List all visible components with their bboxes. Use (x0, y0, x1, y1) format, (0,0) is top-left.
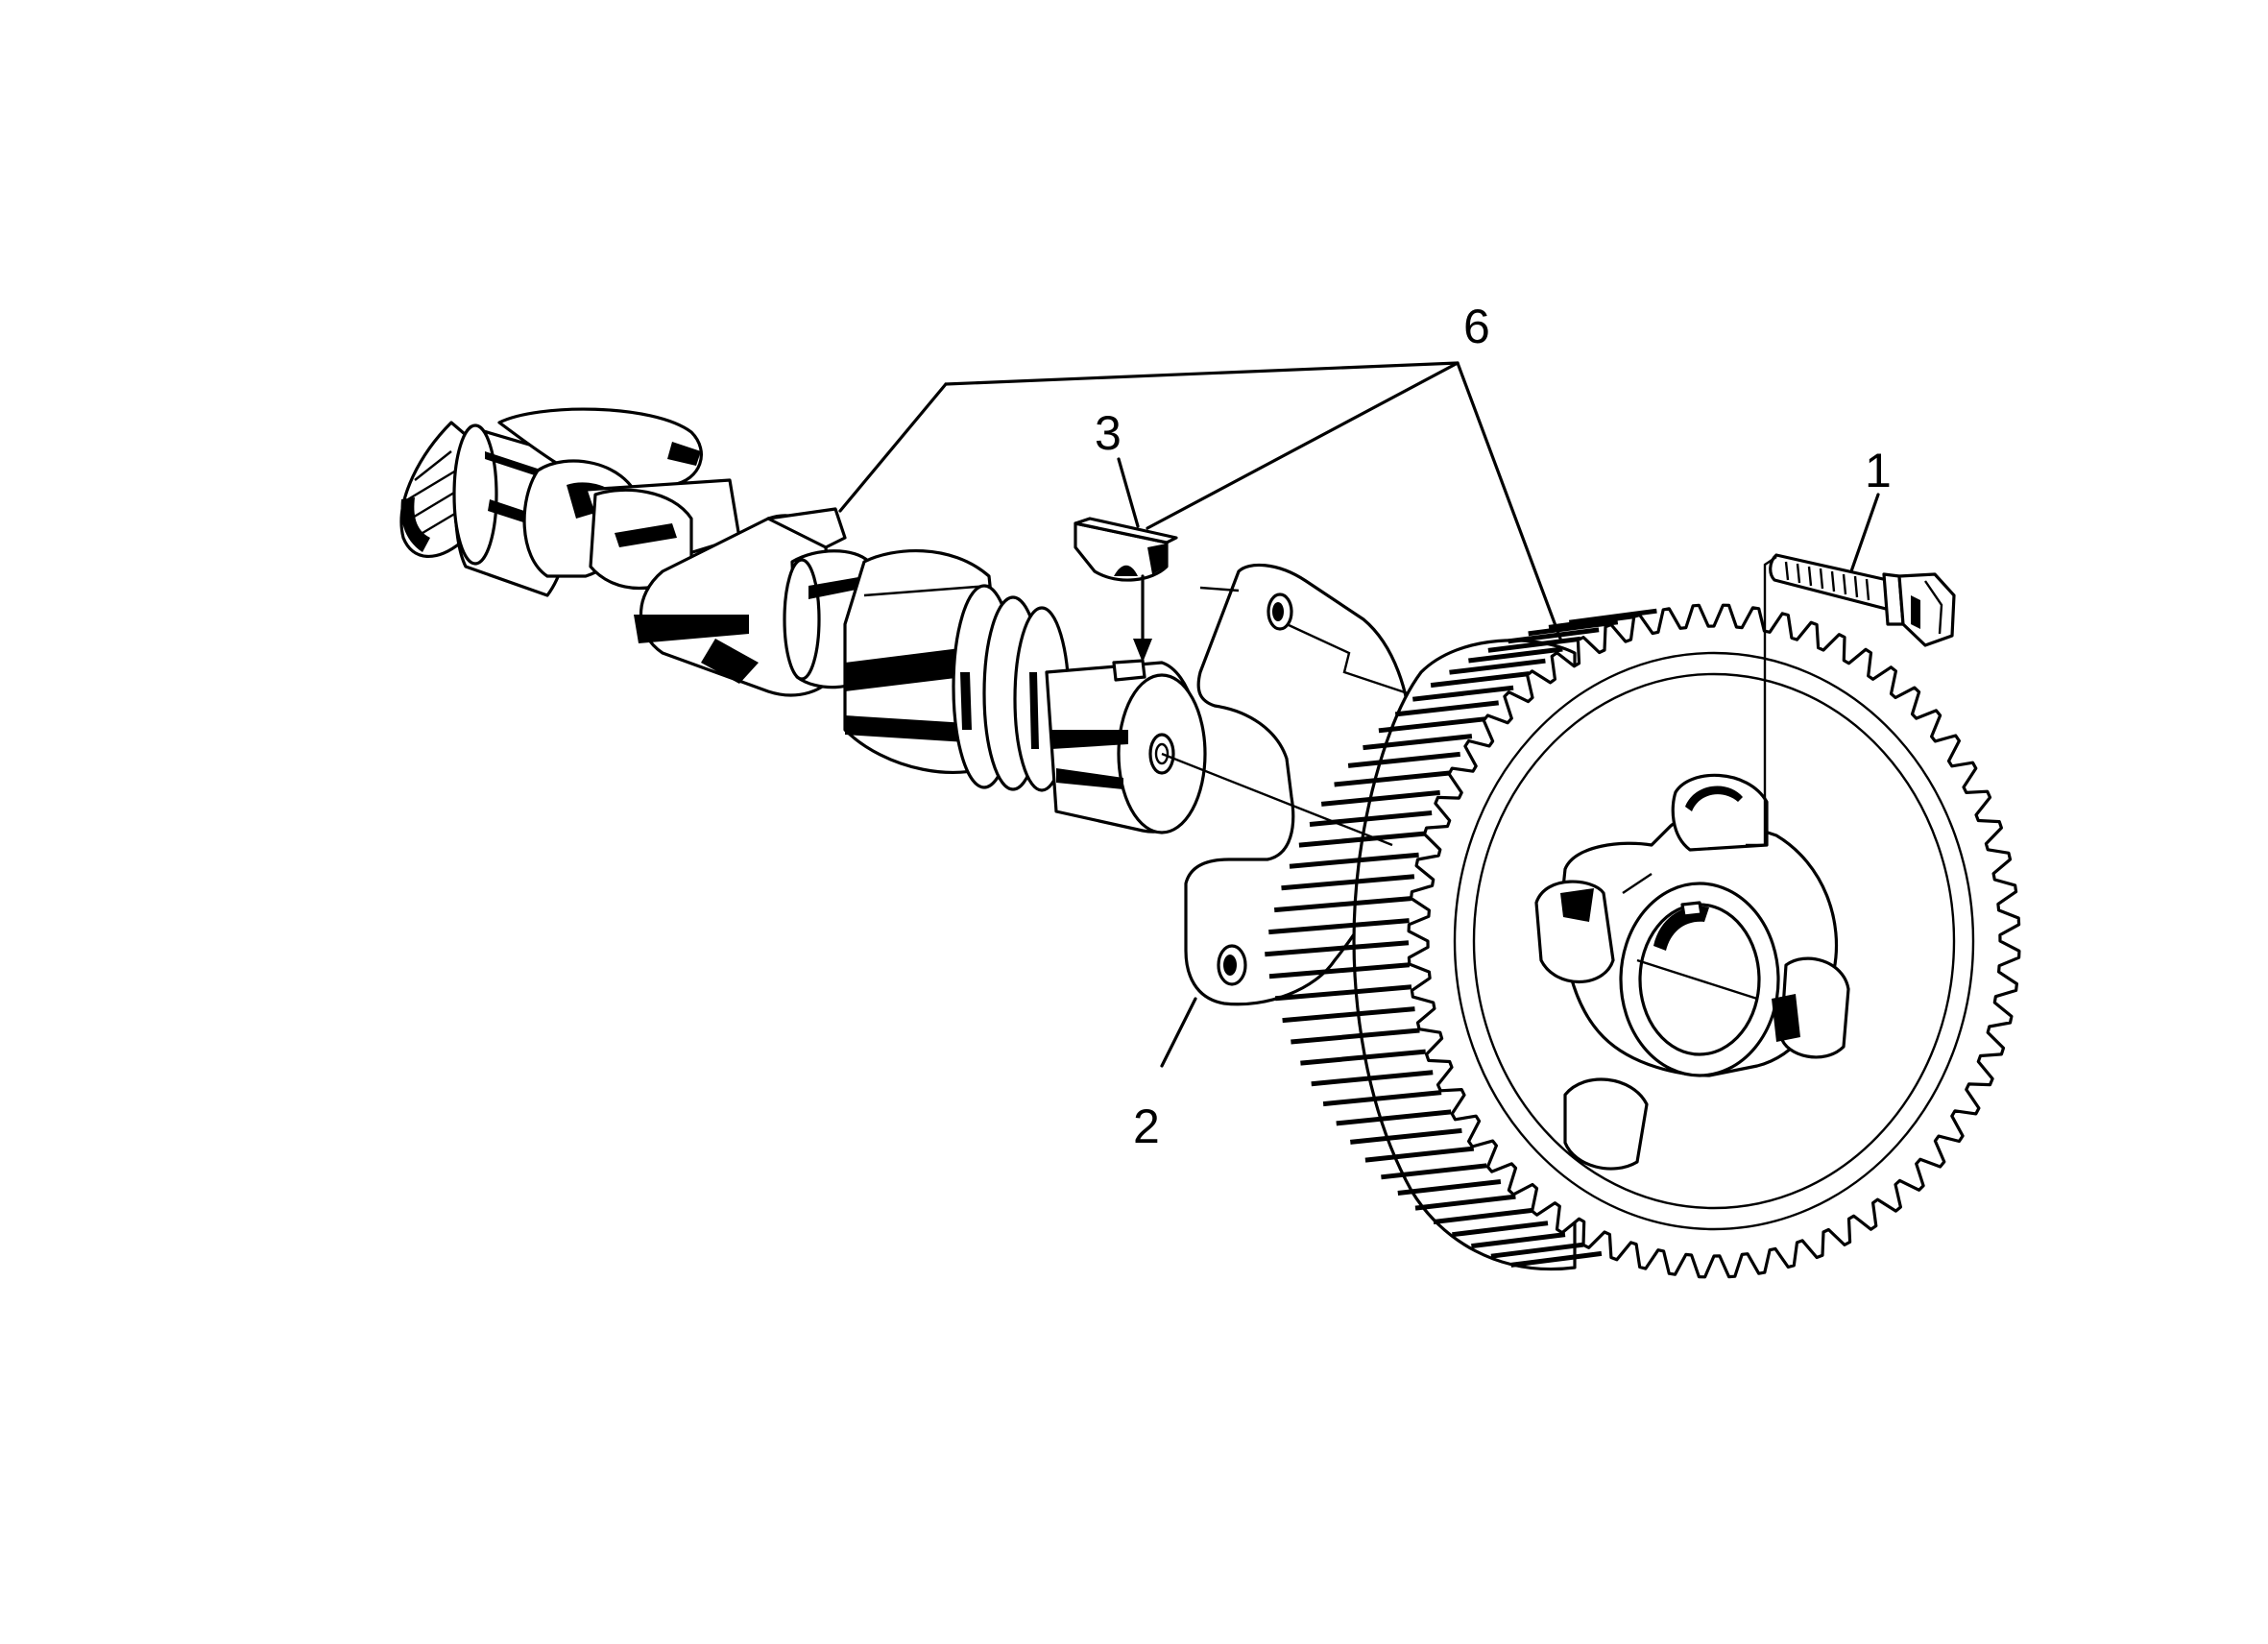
callout-3: 3 (1095, 406, 1122, 460)
gear-helical-teeth (1265, 608, 1657, 1268)
leader-6-camshaft (838, 361, 1460, 513)
alignment-line-shaft (1161, 752, 1758, 1001)
gear-helical-tooth (1268, 962, 1411, 979)
gear-helical-tooth (1336, 1109, 1452, 1126)
gear-helical-tooth (1378, 716, 1485, 734)
gear-helical-tooth (1273, 896, 1411, 913)
leader-1 (1849, 493, 1880, 573)
gear-helical-tooth (1381, 1163, 1487, 1180)
gear-helical-tooth (1528, 619, 1619, 637)
gear-helical-tooth (1487, 636, 1581, 653)
gear-helical-tooth (1452, 1221, 1549, 1238)
gear-retaining-bolt (1769, 553, 1956, 647)
gear-helical-tooth (1468, 646, 1563, 664)
gear-helical-tooth (1510, 1250, 1603, 1268)
gear-helical-tooth (1322, 1090, 1442, 1107)
gear-helical-tooth (1320, 789, 1440, 807)
gear-helical-tooth (1265, 940, 1410, 957)
gear-helical-tooth (1364, 1146, 1475, 1163)
gear-face (1407, 603, 2021, 1279)
leader-6-key (1146, 361, 1460, 530)
gear-helical-tooth (1298, 831, 1425, 848)
gear-helical-tooth (1350, 1127, 1462, 1145)
woodruff-key (1074, 517, 1178, 663)
gear-helical-tooth (1449, 658, 1546, 675)
gear-helical-tooth (1347, 751, 1460, 768)
gear-helical-tooth (1311, 1070, 1434, 1087)
callout-1: 1 (1865, 444, 1892, 497)
gear-helical-tooth (1433, 1208, 1532, 1224)
gear-helical-tooth (1394, 700, 1499, 717)
gear-helical-tooth (1363, 734, 1473, 751)
gear-helical-tooth (1414, 1194, 1516, 1211)
gear-helical-tooth (1281, 874, 1415, 891)
camshaft-nose (1045, 659, 1207, 834)
leader-6-gear (1456, 361, 1562, 641)
gear-helical-tooth (1268, 918, 1410, 935)
gear-helical-tooth (1289, 852, 1419, 869)
alignment-line-bolt (1746, 556, 1777, 847)
callout-2: 2 (1133, 1100, 1160, 1153)
gear-helical-tooth (1300, 1049, 1426, 1066)
leader-2 (1160, 997, 1197, 1068)
leader-lines (838, 361, 1880, 1068)
gear-helical-tooth (1508, 627, 1600, 644)
gear-helical-tooth (1274, 984, 1412, 1002)
gear-helical-tooth (1490, 1242, 1584, 1259)
camshaft-journal-2 (783, 549, 876, 689)
leader-3 (1117, 457, 1140, 528)
gear-helical-tooth (1568, 608, 1657, 625)
gear-helical-tooth (1334, 770, 1450, 787)
gear-helical-tooth (1430, 671, 1530, 689)
camshaft-gear (1265, 603, 2021, 1279)
gear-helical-tooth (1412, 685, 1514, 702)
gear-helical-tooth (1291, 1028, 1420, 1045)
gear-helical-tooth (1282, 1006, 1415, 1024)
gear-helical-tooth (1471, 1232, 1566, 1249)
callout-6: 6 (1463, 300, 1490, 353)
camshaft (399, 407, 1207, 834)
gear-helical-tooth (1309, 810, 1433, 827)
callout-labels: 6 3 1 2 (1095, 300, 1892, 1153)
gear-helical-tooth (1397, 1179, 1502, 1196)
